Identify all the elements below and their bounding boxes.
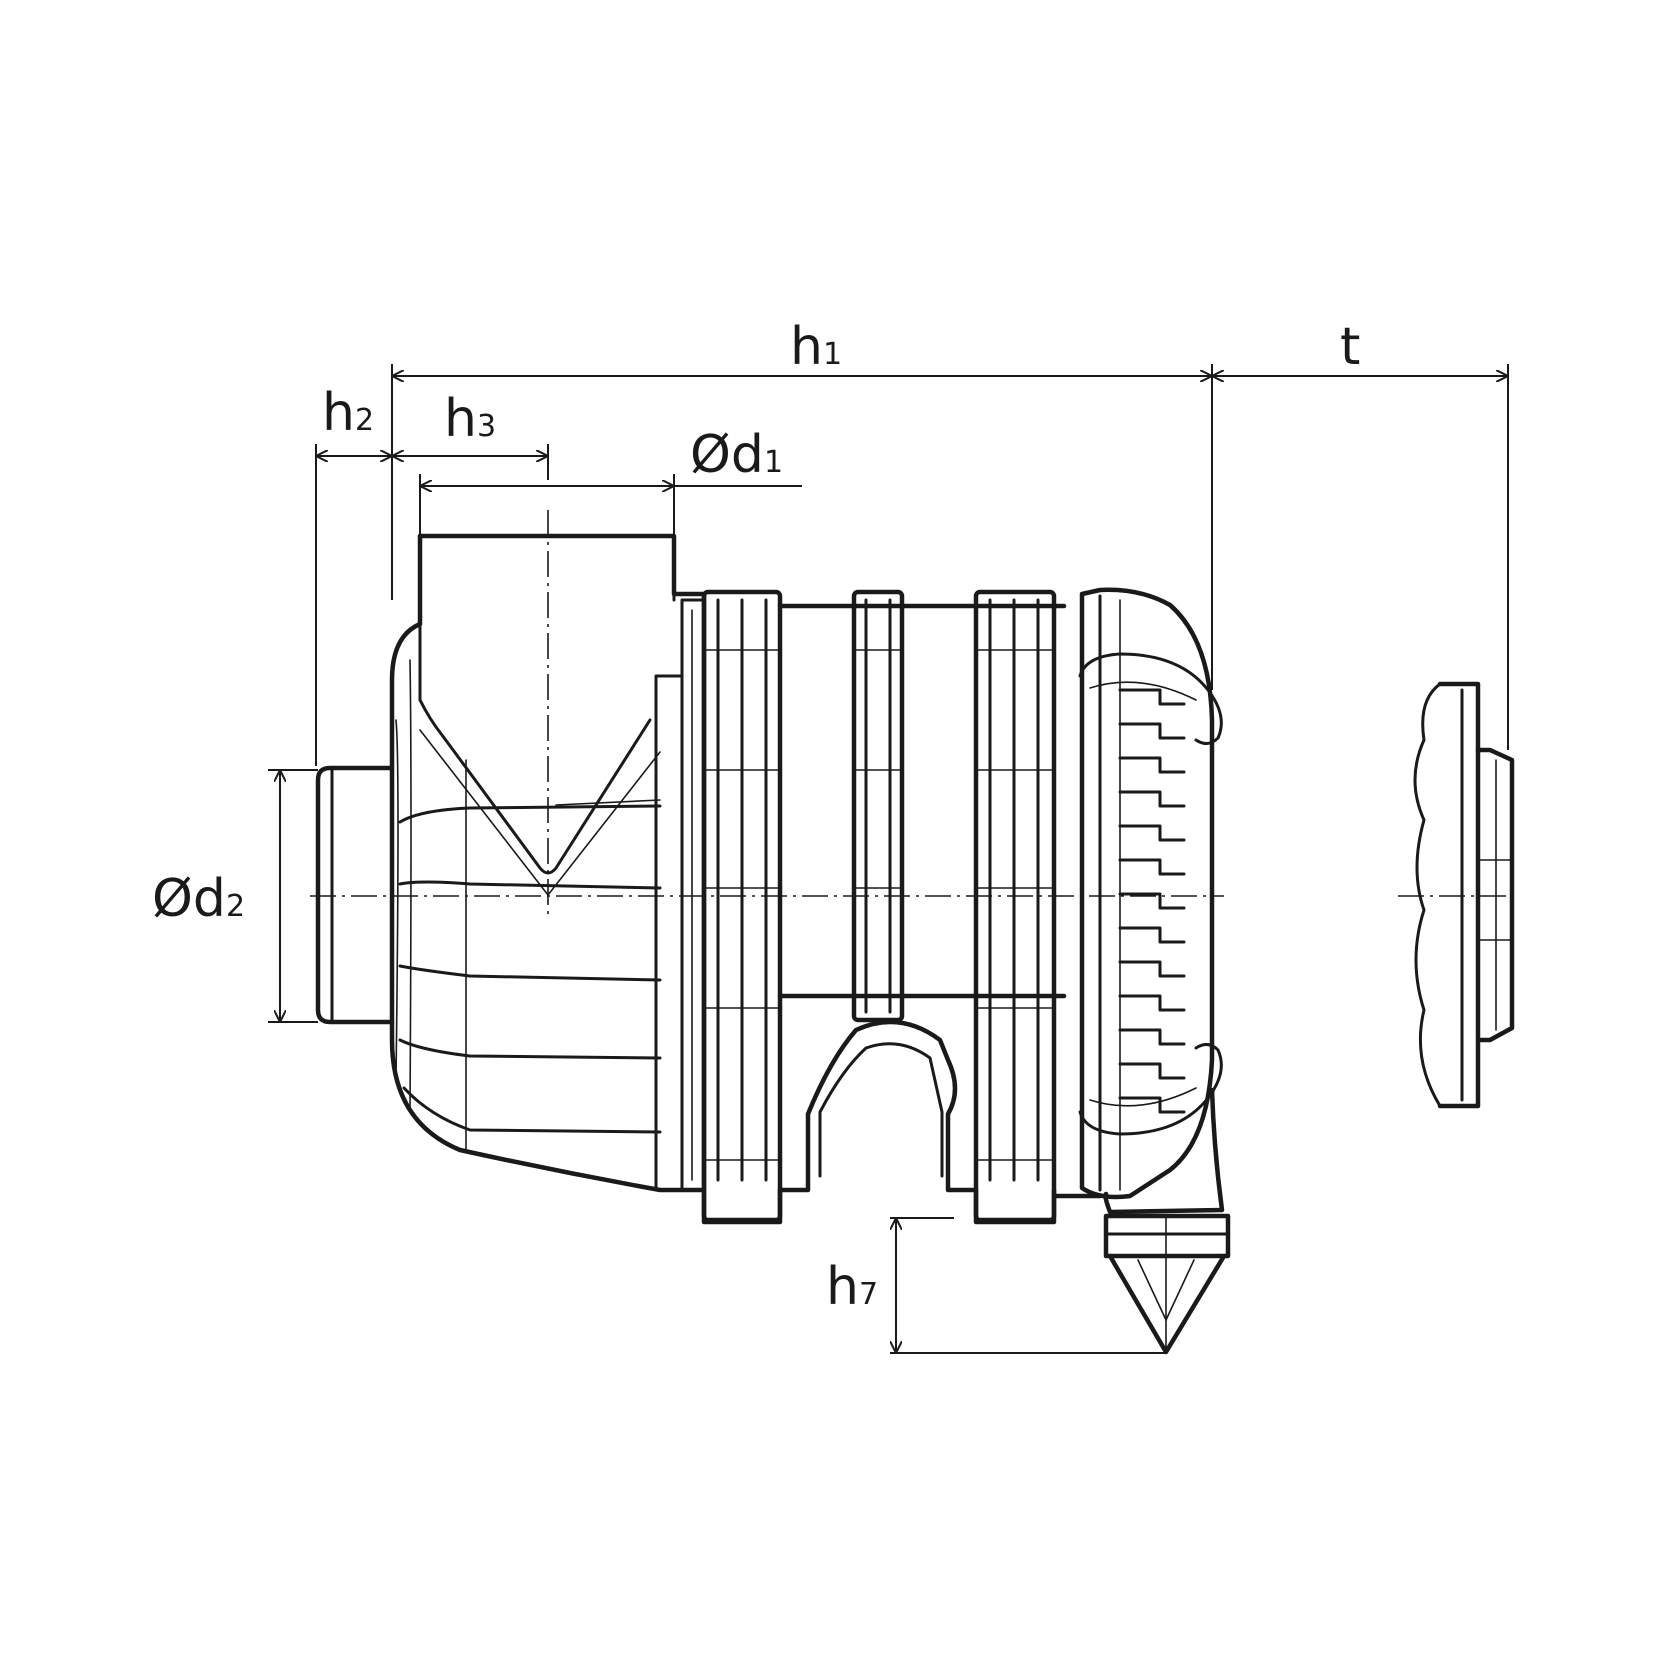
- end-cover-rib: [1118, 1062, 1186, 1080]
- housing-flange: [654, 598, 706, 1192]
- end-cover-ribs: [1118, 688, 1186, 1114]
- housing-ribs: [395, 659, 662, 1151]
- detached-end-cap: [1413, 681, 1515, 1109]
- end-cover-rib: [1118, 790, 1186, 808]
- dimension-lines: [268, 364, 1509, 1354]
- h2-label: h2: [322, 383, 374, 443]
- bottom-clip-icon: [1078, 1043, 1223, 1136]
- h7-label: h7: [826, 1257, 878, 1317]
- dimension-labels: h1 t h2 h3 Ød1 Ød2 h7: [152, 317, 1360, 1317]
- end-cover-rib: [1118, 960, 1186, 978]
- end-cover-rib: [1118, 858, 1186, 876]
- h1-label: h1: [790, 317, 842, 377]
- d1-label: Ød1: [690, 425, 783, 485]
- housing-body-outline: [389, 533, 707, 1193]
- end-cover-rib: [1118, 926, 1186, 944]
- h3-label: h3: [444, 389, 496, 449]
- top-clip-icon: [1078, 652, 1223, 745]
- end-cover-rib: [1118, 1028, 1186, 1046]
- end-cover-rib: [1118, 688, 1186, 706]
- end-cover-outline: [1079, 587, 1215, 1200]
- end-cover-rib: [1118, 824, 1186, 842]
- d2-label: Ød2: [152, 869, 245, 929]
- end-cover: [1078, 587, 1223, 1200]
- end-cover-rib: [1118, 892, 1186, 910]
- end-cover-rib: [1118, 1096, 1186, 1114]
- end-cover-rib: [1118, 994, 1186, 1012]
- end-cover-rib: [1118, 722, 1186, 740]
- band-middle: [851, 589, 905, 1023]
- inlet-tube: [315, 765, 395, 1025]
- center-section: [701, 589, 1103, 1225]
- end-cover-rib: [1118, 756, 1186, 774]
- filter-housing: [315, 533, 1515, 1355]
- drain-valve: [1103, 1087, 1231, 1355]
- outlet-v-transition: [418, 698, 652, 875]
- mounting-bracket: [777, 1019, 979, 1193]
- t-label: t: [1340, 317, 1360, 377]
